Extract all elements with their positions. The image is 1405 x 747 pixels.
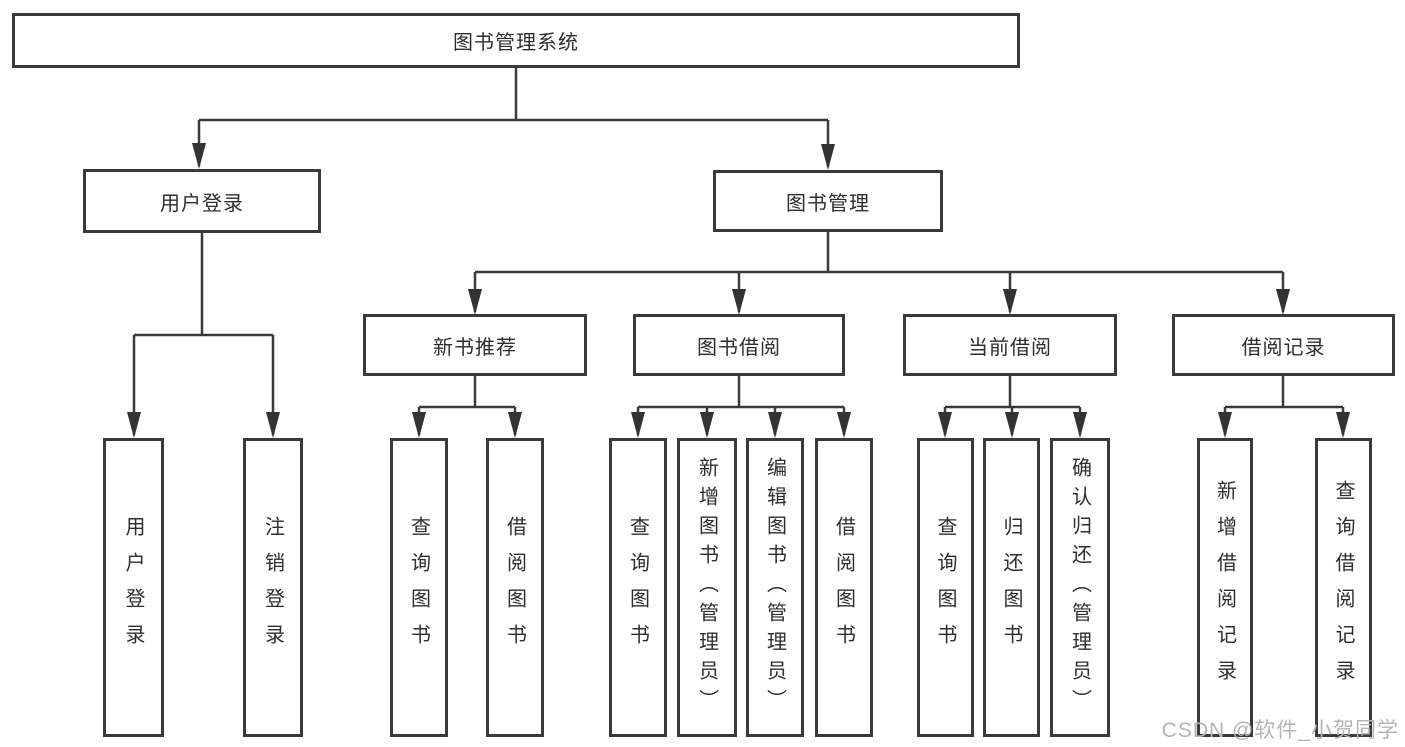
arrowhead [837,412,851,438]
leaf-borrow-books: 借阅图书 [486,438,544,737]
leaf-label: 借阅图书 [503,515,526,660]
node-book-management: 图书管理 [713,170,943,232]
node-label: 借阅记录 [1241,336,1326,359]
leaf-logout: 注销登录 [243,438,303,737]
arrowhead [192,143,206,169]
node-current-borrow: 当前借阅 [903,314,1117,376]
node-label: 图书管理 [786,192,870,215]
leaf-confirm-return-admin: 确认归还（管理员） [1050,438,1110,737]
arrowhead [127,412,141,438]
leaf-label: 新增图书（管理员） [695,457,718,718]
leaf-label: 新增借阅记录 [1213,479,1236,696]
node-book-borrow: 图书借阅 [633,314,845,376]
leaf-add-books-admin: 新增图书（管理员） [677,438,737,737]
node-label: 图书管理系统 [453,32,579,54]
node-label: 新书推荐 [433,336,517,359]
connector-user-login [132,233,275,435]
leaf-label: 归还图书 [1000,515,1022,660]
arrowhead [508,412,522,438]
leaf-label: 查询图书 [626,515,649,660]
leaf-label: 借阅图书 [832,515,855,660]
leaf-label: 用户登录 [122,515,144,660]
arrowhead [821,144,835,170]
leaf-label: 查询图书 [407,515,430,660]
leaf-query-books: 查询图书 [609,438,667,737]
leaf-label: 编辑图书（管理员） [763,457,786,718]
leaf-label: 确认归还（管理员） [1068,457,1091,718]
node-user-login: 用户登录 [83,169,321,233]
arrowhead [768,412,782,438]
arrowhead [732,289,746,315]
arrowhead [412,412,426,438]
node-label: 用户登录 [160,192,244,215]
connector-records [1223,376,1345,435]
connector-borrow [636,376,846,435]
arrowhead [1003,289,1017,315]
connector-book-mgmt [473,232,1285,312]
leaf-edit-books-admin: 编辑图书（管理员） [746,438,804,737]
arrowhead [1218,412,1232,438]
node-new-book-recommend: 新书推荐 [363,314,587,376]
leaf-borrow-books: 借阅图书 [815,438,873,737]
arrowhead [266,412,280,438]
leaf-label: 查询借阅记录 [1332,479,1354,696]
arrowhead [1073,412,1087,438]
arrowhead [1336,412,1350,438]
arrowhead [1005,412,1019,438]
leaf-return-books: 归还图书 [983,438,1040,737]
connector-root [197,67,830,167]
arrowhead [938,412,952,438]
csdn-watermark: CSDN @软件_小贺同学 [1161,719,1399,742]
arrowhead [700,412,714,438]
arrowhead [631,412,645,438]
leaf-query-borrow-record: 查询借阅记录 [1315,438,1372,737]
node-borrow-records: 借阅记录 [1172,314,1395,376]
node-label: 当前借阅 [968,336,1052,359]
leaf-user-login: 用户登录 [103,438,164,737]
node-root-system: 图书管理系统 [12,13,1020,68]
connector-recommend [417,376,517,435]
leaf-label: 查询图书 [934,515,956,660]
leaf-add-borrow-record: 新增借阅记录 [1197,438,1253,737]
leaf-label: 注销登录 [261,515,284,660]
arrowhead [1276,289,1290,315]
node-label: 图书借阅 [697,336,781,359]
arrowhead [468,289,482,315]
leaf-query-books: 查询图书 [390,438,448,737]
leaf-query-books: 查询图书 [917,438,974,737]
